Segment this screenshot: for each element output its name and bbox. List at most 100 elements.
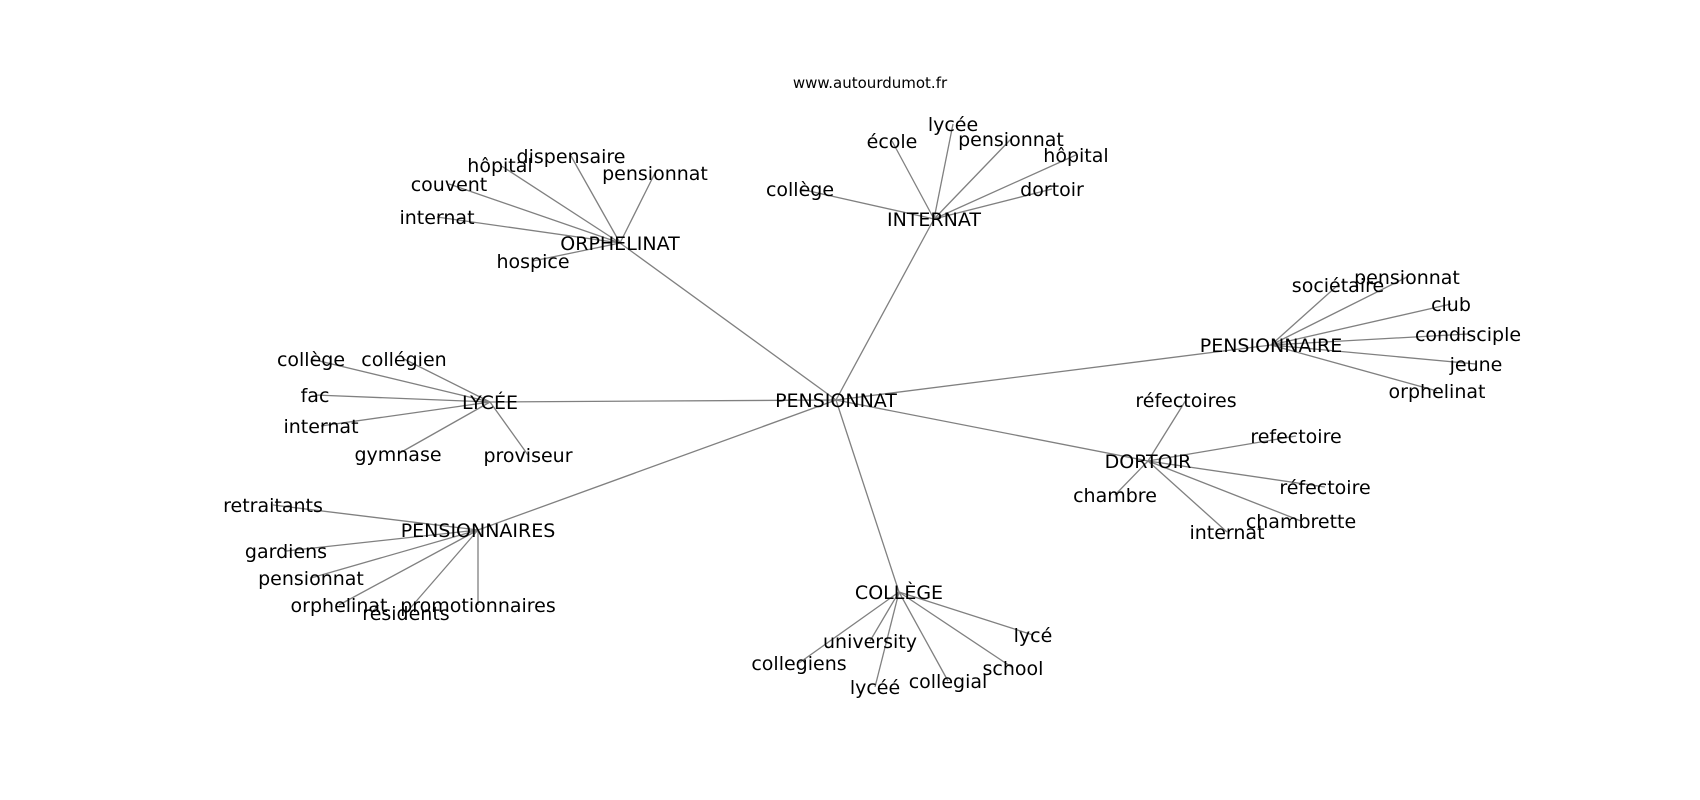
- leaf-node[interactable]: école: [867, 131, 918, 153]
- leaf-node[interactable]: collège: [766, 179, 834, 201]
- edge-center-hub: [489, 399, 837, 403]
- edge-hub-leaf: [798, 591, 900, 664]
- edge-hub-leaf: [1270, 276, 1408, 346]
- edge-hub-leaf: [489, 401, 529, 456]
- edge-hub-leaf: [1270, 303, 1452, 346]
- edge-hub-leaf: [448, 183, 621, 244]
- graph-edges: [272, 123, 1477, 688]
- leaf-node[interactable]: collegiens: [751, 653, 846, 675]
- edge-hub-leaf: [338, 529, 479, 606]
- leaf-node[interactable]: collegial: [909, 671, 988, 693]
- edge-center-hub: [835, 344, 1272, 401]
- leaf-node[interactable]: chambre: [1073, 485, 1157, 507]
- leaf-node[interactable]: fac: [301, 385, 330, 407]
- leaf-node[interactable]: lycée: [928, 114, 978, 136]
- edge-hub-leaf: [1114, 460, 1149, 496]
- edge-hub-leaf: [397, 401, 491, 455]
- edge-hub-leaf: [570, 155, 621, 244]
- leaf-node[interactable]: internat: [1189, 522, 1264, 544]
- hub-node[interactable]: PENSIONNAIRES: [401, 520, 556, 542]
- hub-node[interactable]: DORTOIR: [1105, 451, 1192, 473]
- edge-hub-leaf: [874, 591, 900, 688]
- leaf-node[interactable]: promotionnaires: [400, 595, 556, 617]
- edge-center-hub: [835, 218, 935, 401]
- leaf-node[interactable]: condisciple: [1415, 324, 1521, 346]
- edge-hub-leaf: [285, 529, 479, 552]
- hub-node[interactable]: ORPHELINAT: [560, 233, 680, 255]
- hub-node[interactable]: COLLÈGE: [855, 581, 943, 604]
- edge-hub-leaf: [310, 358, 491, 403]
- leaf-node[interactable]: proviseur: [483, 445, 572, 467]
- edge-hub-leaf: [891, 140, 935, 220]
- leaf-node[interactable]: gymnase: [354, 444, 441, 466]
- leaf-node[interactable]: school: [983, 658, 1044, 680]
- leaf-node[interactable]: hôpital: [1043, 145, 1108, 167]
- leaf-node[interactable]: sociétaire: [1292, 275, 1384, 297]
- leaf-node[interactable]: refectoire: [1250, 426, 1341, 448]
- edge-hub-leaf: [405, 529, 479, 614]
- edge-hub-leaf: [898, 591, 1034, 636]
- edge-hub-leaf: [1147, 460, 1326, 488]
- leaf-node[interactable]: collège: [277, 349, 345, 371]
- leaf-node[interactable]: lycéé: [850, 677, 900, 699]
- edge-hub-leaf: [799, 188, 935, 220]
- leaf-node[interactable]: réfectoire: [1279, 477, 1370, 499]
- edge-hub-leaf: [272, 504, 479, 531]
- leaf-node[interactable]: hospice: [496, 251, 569, 273]
- leaf-node[interactable]: hôpital: [467, 155, 532, 177]
- leaf-node[interactable]: orphelinat: [291, 595, 388, 617]
- edge-hub-leaf: [436, 216, 621, 244]
- leaf-node[interactable]: orphelinat: [1389, 381, 1486, 403]
- leaf-node[interactable]: chambrette: [1246, 511, 1356, 533]
- edge-hub-leaf: [310, 529, 479, 579]
- leaf-node[interactable]: pensionnat: [958, 129, 1064, 151]
- leaf-node[interactable]: retraitants: [223, 495, 323, 517]
- edge-center-hub: [477, 399, 837, 531]
- center-node[interactable]: PENSIONNAT: [775, 390, 897, 412]
- edge-hub-leaf: [1270, 284, 1339, 346]
- leaf-node[interactable]: pensionnat: [1354, 267, 1460, 289]
- edge-hub-leaf: [1270, 344, 1477, 365]
- leaf-node[interactable]: club: [1431, 294, 1471, 316]
- leaf-node[interactable]: collégien: [361, 349, 446, 371]
- leaf-node[interactable]: lycé: [1014, 625, 1053, 647]
- source-url: www.autourdumot.fr: [793, 74, 948, 92]
- hub-node[interactable]: PENSIONNAIRE: [1200, 335, 1343, 357]
- edge-hub-leaf: [1270, 344, 1438, 392]
- edge-hub-leaf: [403, 358, 491, 403]
- leaf-node[interactable]: dortoir: [1020, 179, 1084, 201]
- leaf-node[interactable]: pensionnat: [602, 163, 708, 185]
- edge-hub-leaf: [320, 401, 491, 427]
- leaf-node[interactable]: dispensaire: [517, 146, 626, 168]
- edge-hub-leaf: [933, 138, 1012, 220]
- edge-hub-leaf: [619, 172, 656, 244]
- edge-hub-leaf: [1147, 460, 1302, 522]
- edge-hub-leaf: [1147, 399, 1187, 462]
- edge-center-hub: [835, 399, 1149, 462]
- leaf-node[interactable]: university: [823, 631, 917, 653]
- edge-hub-leaf: [499, 164, 621, 244]
- edge-hub-leaf: [869, 591, 900, 642]
- leaf-node[interactable]: jeune: [1449, 354, 1503, 376]
- edge-hub-leaf: [898, 591, 1014, 669]
- hub-node[interactable]: LYCÉE: [462, 391, 518, 414]
- edge-hub-leaf: [1147, 460, 1228, 533]
- leaf-node[interactable]: pensionnat: [258, 568, 364, 590]
- edge-hub-leaf: [933, 123, 954, 220]
- edge-hub-leaf: [933, 188, 1053, 220]
- leaf-node[interactable]: internat: [283, 416, 358, 438]
- edge-hub-leaf: [314, 394, 491, 403]
- edge-hub-leaf: [933, 154, 1077, 220]
- leaf-node[interactable]: gardiens: [245, 541, 327, 563]
- leaf-node[interactable]: réfectoires: [1135, 390, 1236, 412]
- leaf-node[interactable]: résidents: [362, 603, 449, 625]
- edge-center-hub: [619, 242, 837, 401]
- edge-hub-leaf: [898, 591, 949, 682]
- edge-center-hub: [835, 399, 900, 593]
- leaf-node[interactable]: internat: [399, 207, 474, 229]
- leaf-node[interactable]: couvent: [411, 174, 488, 196]
- hub-node[interactable]: INTERNAT: [887, 209, 981, 231]
- edge-hub-leaf: [532, 242, 621, 262]
